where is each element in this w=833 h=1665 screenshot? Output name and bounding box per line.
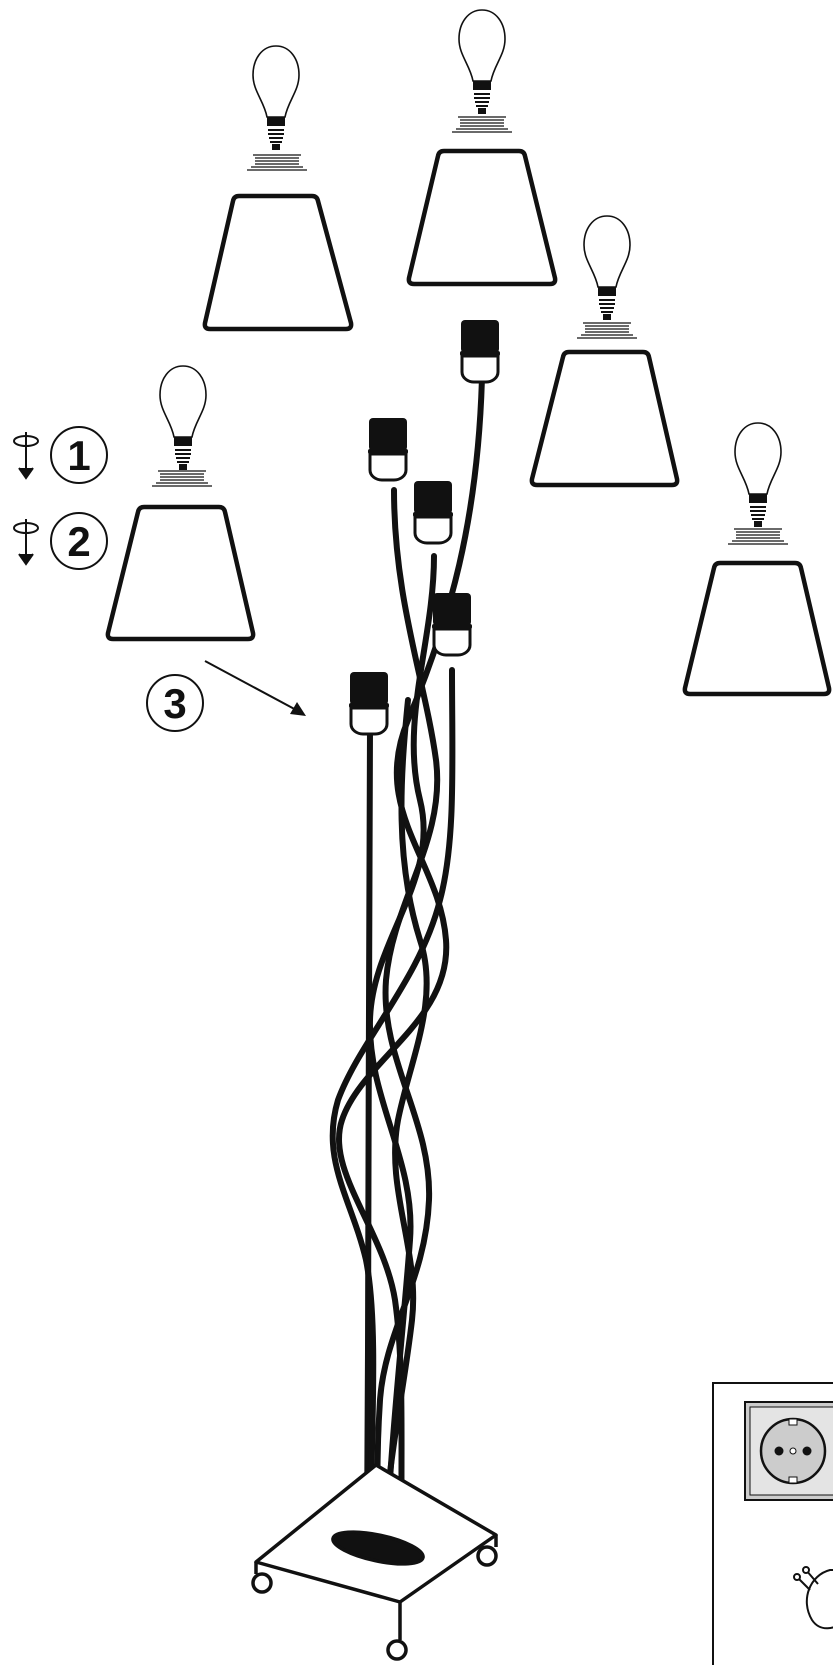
step-number: 3 <box>163 680 186 727</box>
lamp-shade <box>202 193 354 332</box>
step-number: 1 <box>67 432 90 479</box>
bulb-icon <box>458 9 506 115</box>
step-2: 2 <box>13 512 108 570</box>
lamp-shade <box>406 148 558 287</box>
step-number: 2 <box>67 518 90 565</box>
lamp-socket <box>458 318 502 384</box>
step-number-badge <box>146 674 204 732</box>
lamp-shade <box>105 504 256 642</box>
lamp-socket <box>366 416 410 482</box>
lamp-shade <box>682 560 832 697</box>
bulb-icon <box>252 45 300 151</box>
shade-ring <box>246 154 308 171</box>
arrow-diagonal-icon <box>204 660 306 716</box>
rotate-clockwise-down-icon <box>13 432 39 480</box>
shade-ring <box>451 116 513 133</box>
rotate-counterclockwise-down-icon <box>13 519 39 566</box>
floor-lamp-body <box>329 374 485 1543</box>
step-3: 3 <box>146 660 306 732</box>
power-plug-inset <box>712 1382 833 1665</box>
bulb-icon <box>159 365 207 471</box>
step-1: 1 <box>13 426 108 484</box>
step-number-badge <box>50 512 108 570</box>
lamp-base <box>251 1463 498 1661</box>
lamp-socket <box>411 479 455 545</box>
plug-icon <box>793 1566 833 1630</box>
step-number-badge <box>50 426 108 484</box>
lamp-shade <box>529 349 680 488</box>
shade-ring <box>576 322 638 339</box>
shade-ring <box>151 470 213 487</box>
bulb-icon <box>734 422 782 528</box>
lamp-socket <box>347 670 391 736</box>
bulb-icon <box>583 215 631 321</box>
lamp-socket <box>430 591 474 657</box>
shade-ring <box>727 528 789 545</box>
